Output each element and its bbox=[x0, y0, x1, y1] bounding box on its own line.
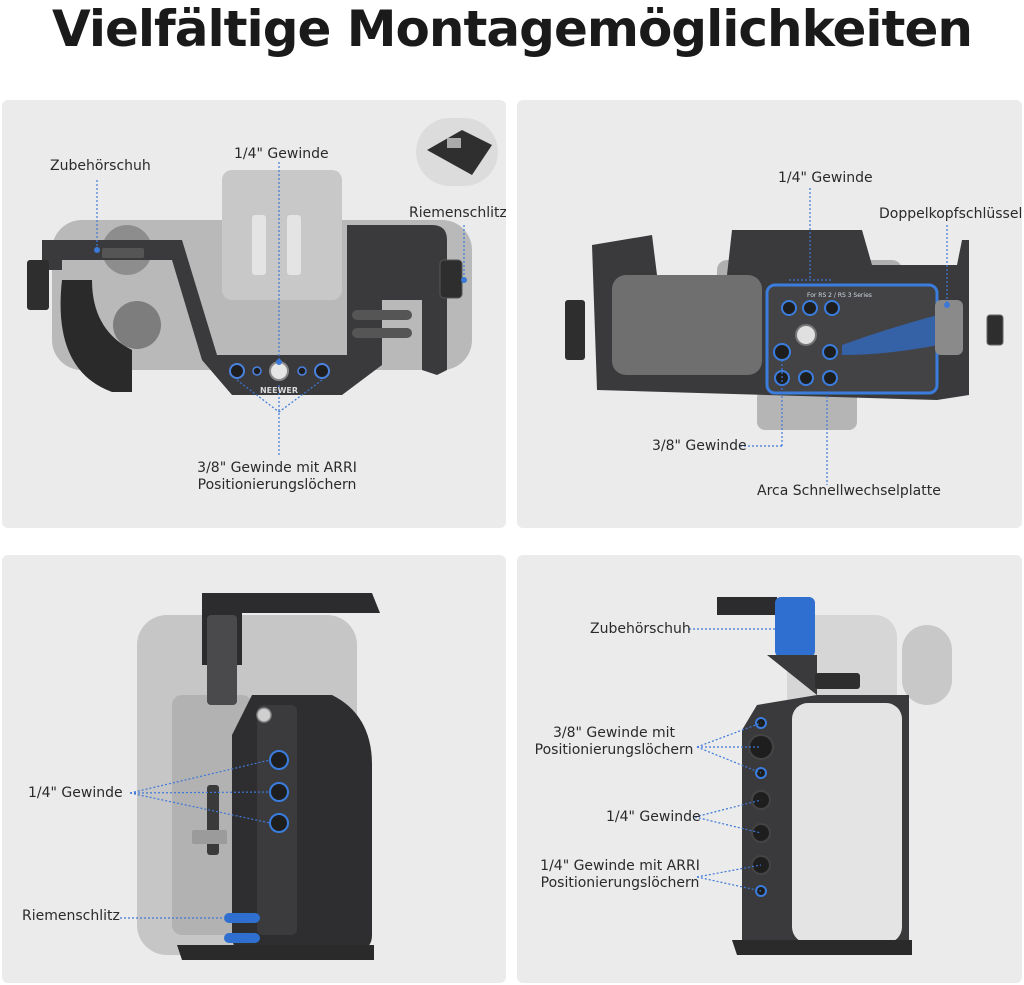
label-quarter-inch-thread: 1/4" Gewinde bbox=[234, 146, 329, 162]
label-line-2: Positionierungslöchern bbox=[534, 742, 694, 758]
panel-bottom-view: For RS 2 / RS 3 Series 1/4" Gewinde Dopp… bbox=[517, 100, 1022, 528]
label-line-1: 3/8" Gewinde mit bbox=[552, 725, 676, 741]
label-quarter-inch-thread: 1/4" Gewinde bbox=[778, 170, 873, 186]
label-three-eighths-thread-arri: 3/8" Gewinde mit ARRI Positionierungslöc… bbox=[177, 460, 377, 494]
label-arca-quick-release-plate: Arca Schnellwechselplatte bbox=[757, 483, 941, 499]
page-title: Vielfältige Montagemöglichkeiten bbox=[52, 0, 973, 58]
panel-left-side-view: 1/4" Gewinde Riemenschlitz bbox=[2, 555, 506, 983]
cage-top-view-illustration: NEEWER bbox=[27, 118, 498, 455]
label-line-2: Positionierungslöchern bbox=[540, 875, 700, 891]
panel-top-view: NEEWER Zubehörschuh 1/4" Gewinde Riemens… bbox=[2, 100, 506, 528]
label-accessory-shoe: Zubehörschuh bbox=[590, 621, 691, 637]
panel-right-side-view: Zubehörschuh 3/8" Gewinde mit Positionie… bbox=[517, 555, 1022, 983]
label-strap-slot: Riemenschlitz bbox=[409, 205, 506, 221]
cage-left-side-illustration bbox=[120, 593, 380, 960]
label-line-1: 3/8" Gewinde mit ARRI bbox=[197, 460, 357, 476]
label-quarter-inch-thread-arri: 1/4" Gewinde mit ARRI Positionierungslöc… bbox=[531, 858, 709, 892]
plate-text: For RS 2 / RS 3 Series bbox=[807, 292, 872, 299]
label-quarter-inch-thread: 1/4" Gewinde bbox=[28, 785, 123, 801]
label-three-eighths-thread-positioning: 3/8" Gewinde mit Positionierungslöchern bbox=[529, 725, 699, 759]
label-three-eighths-thread: 3/8" Gewinde bbox=[652, 438, 747, 454]
label-line-1: 1/4" Gewinde mit ARRI bbox=[540, 858, 700, 874]
cage-bottom-view-illustration: For RS 2 / RS 3 Series bbox=[565, 188, 1004, 485]
label-line-2: Positionierungslöchern bbox=[197, 477, 357, 493]
cage-right-side-illustration bbox=[689, 597, 952, 955]
label-double-head-wrench: Doppelkopfschlüssel bbox=[879, 206, 1022, 222]
label-accessory-shoe: Zubehörschuh bbox=[50, 158, 151, 174]
brand-logo: NEEWER bbox=[260, 386, 298, 395]
label-quarter-inch-thread: 1/4" Gewinde bbox=[606, 809, 701, 825]
label-strap-slot: Riemenschlitz bbox=[22, 908, 120, 924]
